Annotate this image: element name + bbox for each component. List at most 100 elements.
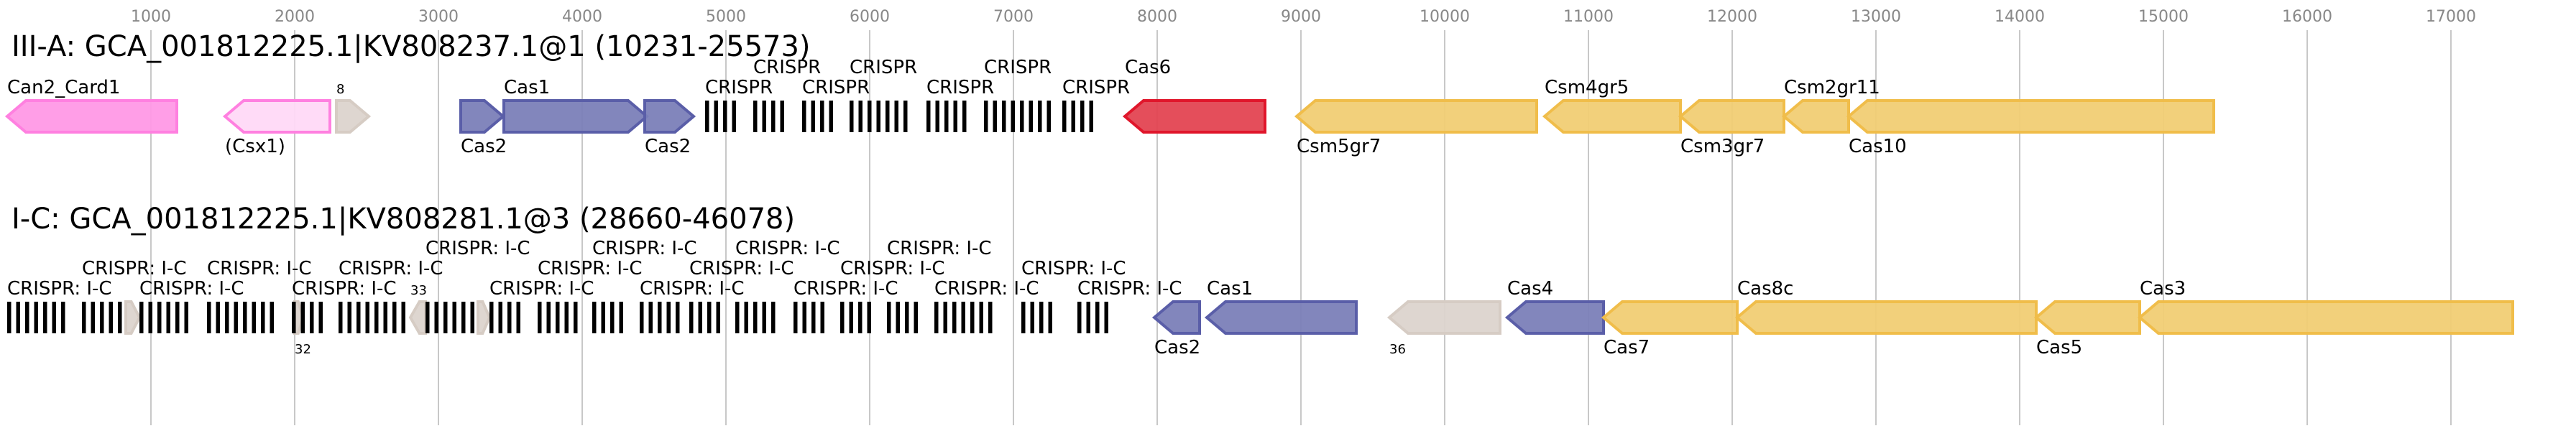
- crispr-repeat: [896, 302, 900, 333]
- gene-cas8c[interactable]: [1734, 300, 2038, 335]
- crispr-repeat: [894, 101, 898, 132]
- gene-label: Csm3gr7: [1680, 136, 1765, 157]
- crispr-array[interactable]: CRISPR: I-C: [735, 238, 840, 333]
- axis-tick-label: 8000: [1137, 8, 1177, 26]
- crispr-array[interactable]: CRISPR: I-C: [82, 258, 187, 333]
- crispr-repeat: [470, 302, 474, 333]
- crispr-array[interactable]: CRISPR: [984, 57, 1052, 132]
- crispr-repeat: [1039, 302, 1044, 333]
- crispr-repeat: [434, 302, 438, 333]
- gene-33[interactable]: [408, 300, 427, 335]
- crispr-array[interactable]: CRISPR: I-C: [1021, 258, 1126, 333]
- crispr-repeat: [25, 302, 29, 333]
- crispr-repeat: [1095, 302, 1100, 333]
- crispr-repeat: [109, 302, 113, 333]
- crispr-array[interactable]: CRISPR: I-C: [640, 278, 745, 333]
- crispr-array[interactable]: CRISPR: I-C: [489, 278, 594, 333]
- crispr-array[interactable]: CRISPR: I-C: [592, 238, 697, 333]
- gene-label: Cas4: [1507, 278, 1553, 300]
- crispr-repeat: [648, 302, 653, 333]
- gene-cas6[interactable]: [1122, 99, 1266, 134]
- gene-csm2gr11[interactable]: [1781, 99, 1850, 134]
- crispr-repeat: [347, 302, 351, 333]
- locus-row: I-C: GCA_001812225.1|KV808281.1@3 (28660…: [7, 203, 2514, 358]
- gene-csm4gr5[interactable]: [1542, 99, 1682, 134]
- crispr-repeat: [698, 302, 702, 333]
- gene-cas2[interactable]: [459, 99, 506, 134]
- gene-36[interactable]: [1386, 300, 1501, 335]
- gene-csm5gr7[interactable]: [1294, 99, 1538, 134]
- crispr-label: CRISPR: I-C: [339, 258, 443, 279]
- gene-unnamed[interactable]: [477, 300, 492, 335]
- gene-cas2[interactable]: [643, 99, 696, 134]
- crispr-array[interactable]: CRISPR: I-C: [426, 238, 530, 333]
- gene-cas4[interactable]: [1504, 300, 1605, 335]
- crispr-array[interactable]: CRISPR: [850, 57, 917, 132]
- crispr-array[interactable]: CRISPR: I-C: [207, 258, 312, 333]
- crispr-array[interactable]: CRISPR: I-C: [292, 278, 397, 333]
- axis-tick-label: 2000: [275, 8, 315, 26]
- crispr-repeat: [1048, 302, 1052, 333]
- crispr-repeat: [52, 302, 56, 333]
- crispr-array[interactable]: CRISPR: [753, 57, 821, 132]
- crispr-array[interactable]: CRISPR: I-C: [934, 278, 1039, 333]
- crispr-array[interactable]: CRISPR: [802, 77, 870, 132]
- crispr-array[interactable]: CRISPR: I-C: [7, 278, 112, 333]
- gene--csx1-[interactable]: [222, 99, 331, 134]
- gene-cas7[interactable]: [1601, 300, 1739, 335]
- crispr-repeat: [392, 302, 397, 333]
- crispr-repeat: [676, 302, 680, 333]
- crispr-array[interactable]: CRISPR: I-C: [538, 258, 643, 333]
- crispr-repeat: [574, 302, 578, 333]
- crispr-repeat: [811, 101, 815, 132]
- crispr-repeat: [988, 302, 993, 333]
- crispr-repeat: [979, 302, 983, 333]
- gene-can2-card1[interactable]: [4, 99, 178, 134]
- gene-label: 32: [295, 342, 311, 357]
- gene-cas1[interactable]: [1204, 300, 1358, 335]
- crispr-repeat: [118, 302, 122, 333]
- gene-cas10[interactable]: [1846, 99, 2215, 134]
- crispr-array[interactable]: CRISPR: I-C: [887, 238, 992, 333]
- crispr-repeat: [858, 101, 862, 132]
- crispr-array[interactable]: CRISPR: I-C: [794, 278, 898, 333]
- crispr-repeat: [1062, 101, 1067, 132]
- crispr-repeat: [1029, 101, 1033, 132]
- crispr-array[interactable]: CRISPR: [926, 77, 994, 132]
- crispr-repeat: [225, 302, 229, 333]
- gene-unnamed[interactable]: [124, 300, 142, 335]
- crispr-array[interactable]: CRISPR: I-C: [689, 258, 794, 333]
- crispr-repeat: [867, 302, 871, 333]
- crispr-repeat: [270, 302, 274, 333]
- crispr-array[interactable]: CRISPR: [705, 77, 773, 132]
- crispr-repeat: [1077, 302, 1082, 333]
- gene-label: Cas2: [461, 136, 507, 157]
- crispr-array[interactable]: CRISPR: I-C: [339, 258, 443, 333]
- crispr-array[interactable]: CRISPR: I-C: [1077, 278, 1182, 333]
- gene-csm3gr7[interactable]: [1678, 99, 1785, 134]
- crispr-repeat: [556, 302, 560, 333]
- crispr-repeat: [735, 302, 740, 333]
- crispr-repeat: [601, 302, 605, 333]
- gene-cas2[interactable]: [1151, 300, 1201, 335]
- crispr-array[interactable]: CRISPR: [1062, 77, 1130, 132]
- crispr-repeat: [935, 101, 939, 132]
- crispr-repeat: [707, 302, 712, 333]
- locus-title: I-C: GCA_001812225.1|KV808281.1@3 (28660…: [12, 203, 795, 236]
- gene-8[interactable]: [335, 99, 372, 134]
- axis-tick-label: 4000: [562, 8, 602, 26]
- crispr-label: CRISPR: I-C: [794, 278, 898, 300]
- crispr-array[interactable]: CRISPR: I-C: [139, 278, 244, 333]
- axis-tick-label: 1000: [131, 8, 171, 26]
- gene-cas3[interactable]: [2137, 300, 2514, 335]
- crispr-repeat: [507, 302, 512, 333]
- gene-cas5[interactable]: [2033, 300, 2141, 335]
- crispr-repeat: [1002, 101, 1006, 132]
- crispr-array[interactable]: CRISPR: I-C: [840, 258, 945, 333]
- crispr-repeat: [771, 101, 776, 132]
- gene-label: Cas7: [1604, 337, 1650, 358]
- gene-label: Cas1: [1207, 278, 1253, 300]
- gene-cas1[interactable]: [502, 99, 650, 134]
